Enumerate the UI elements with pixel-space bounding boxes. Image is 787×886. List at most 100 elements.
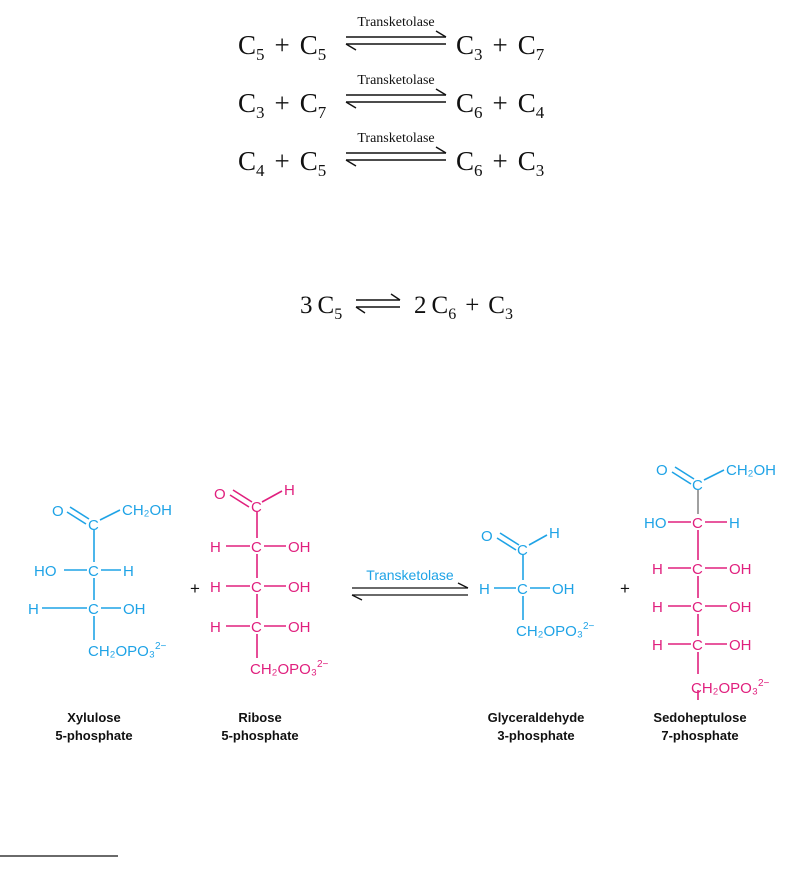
sedoheptulose-7-phosphate-structure: O C CH₂OH HO H C H C OH H C OH H C OH CH… [644,462,776,700]
sedoheptulose-c5: C [692,599,703,616]
xylulose-ch2opo3-text: CH₂OPO₃ [88,643,155,660]
ribose-ch2opo3-text: CH₂OPO₃ [250,661,317,678]
ribose-5-phosphate-structure: O C H H C OH H C OH H C OH CH₂OPO₃2− [210,482,328,678]
ribose-bonds [226,489,286,658]
net-left-sym: C [318,292,335,319]
eq3-right-sym2: C [518,146,536,176]
eq2-left-sym1: C [238,88,256,118]
glyceraldehyde-name-line2: 3-phosphate [497,728,574,743]
structure-equilibrium-arrow: Transketolase [351,567,469,601]
equation-2: C3+C7 Transketolase C6+C4 [238,73,545,122]
eq3-left-sym1: C [238,146,256,176]
sedoheptulose-h6: H [652,637,663,654]
glyceraldehyde-o: O [481,528,493,545]
ribose-h2: H [210,539,221,556]
ribose-oh2: OH [288,539,311,556]
xylulose-5-phosphate-structure: O C CH₂OH HO C H H C OH CH₂OPO₃2− [28,502,172,660]
eq2-plus: + [275,88,290,118]
compound-names: Xylulose 5-phosphate Ribose 5-phosphate … [55,710,746,743]
svg-text:2C6+C3: 2C6+C3 [414,292,513,323]
net-left-sub: 5 [334,306,342,323]
eq1-left-sym1: C [238,30,256,60]
svg-text:3C5: 3C5 [300,292,342,323]
eq1-plus-right: + [493,30,508,60]
ribose-name-line2: 5-phosphate [221,728,298,743]
glyceraldehyde-charge: 2− [583,621,595,632]
xylulose-c3: C [88,563,99,580]
eq2-right-sub2: 4 [536,103,545,122]
net-left-coef: 3 [300,292,313,319]
eq3-plus-right: + [493,146,508,176]
xylulose-c4: C [88,601,99,618]
sedoheptulose-oh6: OH [729,637,752,654]
glyceraldehyde-3-phosphate-structure: O C H H C OH CH₂OPO₃2− [479,525,594,640]
xylulose-h4: H [28,601,39,618]
svg-text:C3+C7: C3+C7 [456,30,545,64]
eq1-equilibrium-arrow [345,30,447,51]
eq3-equilibrium-arrow [345,146,447,167]
svg-text:C6+C4: C6+C4 [456,88,545,122]
glyceraldehyde-name-line1: Glyceraldehyde [488,710,585,725]
sedoheptulose-charge: 2− [758,678,770,689]
eq2-left-sub2: 7 [318,103,327,122]
ribose-ch2opo3: CH₂OPO₃2− [250,659,328,678]
eq2-plus-right: + [493,88,508,118]
ribose-c3: C [251,579,262,596]
plus-left: + [190,579,200,598]
glyceraldehyde-c2: C [517,581,528,598]
eq3-right-sym1: C [456,146,474,176]
ribose-h1: H [284,482,295,499]
ribose-oh3: OH [288,579,311,596]
eq3-left-sub2: 5 [318,161,327,180]
net-plus: + [465,292,479,319]
svg-text:C6+C3: C6+C3 [456,146,544,180]
eq1-right-sym1: C [456,30,474,60]
xylulose-o: O [52,503,64,520]
sedoheptulose-c6: C [692,637,703,654]
eq3-left-sub1: 4 [256,161,265,180]
eq1-right-sub2: 7 [536,45,545,64]
eq3-left-sym2: C [300,146,318,176]
eq2-equilibrium-arrow [345,88,447,109]
svg-text:C4+C5: C4+C5 [238,146,326,180]
eq3-right-sub2: 3 [536,161,545,180]
ribose-name-line1: Ribose [238,710,281,725]
eq3-enzyme-label: Transketolase [357,131,434,146]
xylulose-ho: HO [34,563,57,580]
sedoheptulose-blue-bonds [671,466,725,485]
eq1-right-sym2: C [518,30,536,60]
xylulose-c2: C [88,517,99,534]
ribose-c1: C [251,499,262,516]
glyceraldehyde-h2: H [479,581,490,598]
sedoheptulose-name-line2: 7-phosphate [661,728,738,743]
eq2-left-sub1: 3 [256,103,265,122]
equation-3: C4+C5 Transketolase C6+C3 [238,131,544,180]
sedoheptulose-name-line1: Sedoheptulose [653,710,746,725]
eq1-enzyme-label: Transketolase [357,15,434,30]
ribose-c4: C [251,619,262,636]
ribose-o: O [214,486,226,503]
xylulose-name-line1: Xylulose [67,710,120,725]
ribose-h4: H [210,619,221,636]
eq1-plus: + [275,30,290,60]
glyceraldehyde-h1: H [549,525,560,542]
eq2-enzyme-label: Transketolase [357,73,434,88]
glyceraldehyde-c1: C [517,542,528,559]
ribose-charge: 2− [317,659,329,670]
sedoheptulose-oh5: OH [729,599,752,616]
eq1-left-sym2: C [300,30,318,60]
eq1-left-sub1: 5 [256,45,265,64]
eq1-left-sub2: 5 [318,45,327,64]
xylulose-charge: 2− [155,641,167,652]
eq2-left-sym2: C [300,88,318,118]
net-right-sym1: C [432,292,449,319]
xylulose-bonds [42,506,121,640]
sedoheptulose-c2: C [692,477,703,494]
sedoheptulose-h4: H [652,561,663,578]
net-equilibrium-arrow [355,293,401,314]
sedoheptulose-c3: C [692,515,703,532]
xylulose-ch2opo3: CH₂OPO₃2− [88,641,166,660]
eq2-right-sym1: C [456,88,474,118]
